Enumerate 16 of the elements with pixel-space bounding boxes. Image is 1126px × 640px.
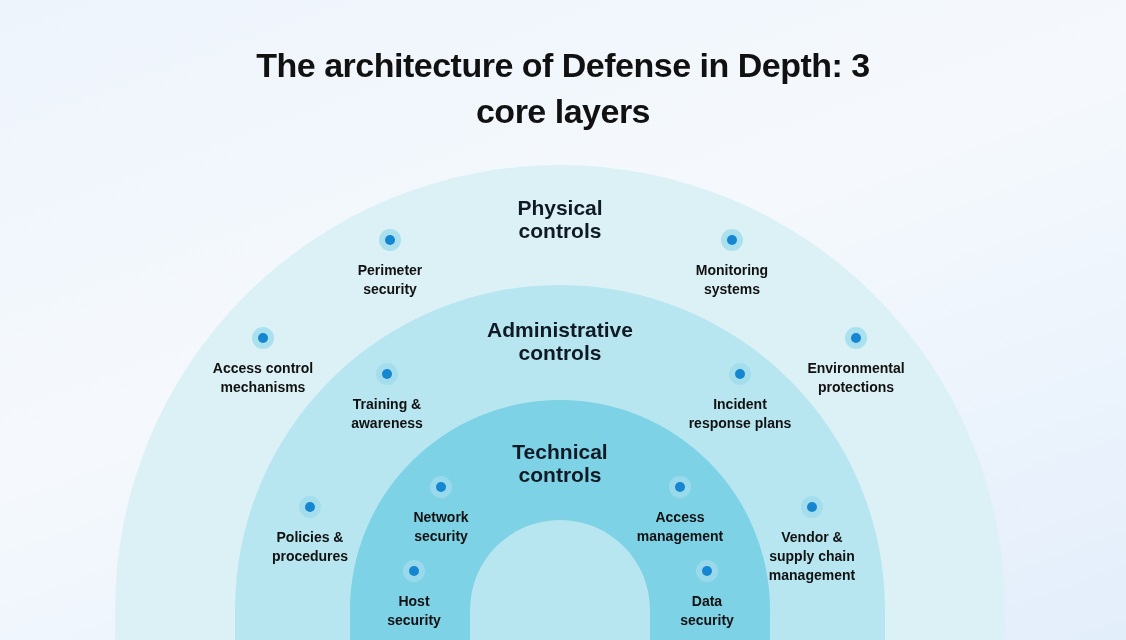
item-label: Perimeter security xyxy=(356,261,424,299)
item-label: Access management xyxy=(635,508,725,546)
item-label: Vendor & supply chain management xyxy=(767,528,857,585)
item-label: Data security xyxy=(679,592,735,630)
item-label: Access control mechanisms xyxy=(211,359,315,397)
item-label: Host security xyxy=(386,592,442,630)
item-label: Network security xyxy=(412,508,470,546)
layer-title: Administrative controls xyxy=(486,318,634,364)
title: The architecture of Defense in Depth: 3 core layers xyxy=(255,45,871,132)
item-label: Policies & procedures xyxy=(270,528,350,566)
item-label: Monitoring systems xyxy=(694,261,770,299)
item-label: Incident response plans xyxy=(687,395,793,433)
layer-title: Technical controls xyxy=(511,440,609,486)
item-label: Training & awareness xyxy=(350,395,424,433)
item-label: Environmental protections xyxy=(806,359,906,397)
layer-title: Physical controls xyxy=(516,196,604,242)
